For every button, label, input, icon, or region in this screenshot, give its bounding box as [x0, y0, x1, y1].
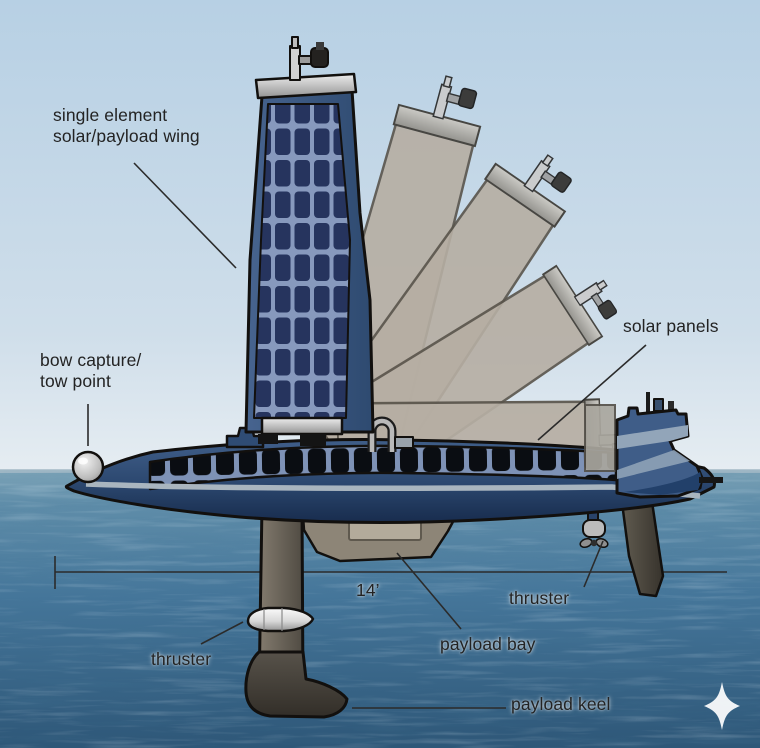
- label-thruster-right: thruster: [509, 588, 570, 608]
- payload-keel-bulb: [244, 650, 349, 719]
- wing-masthead: [289, 36, 329, 81]
- keel: [244, 503, 349, 719]
- leader-thruster-right: [583, 540, 604, 588]
- payload-bay-pod: [301, 514, 458, 563]
- leader-payload-bay: [396, 552, 462, 630]
- label-bow-line1: bow capture/: [40, 350, 142, 370]
- leader-thruster-left: [200, 621, 244, 645]
- label-dimension: 14’: [356, 580, 380, 600]
- wing-base: [260, 416, 344, 436]
- label-payload-bay: payload bay: [440, 634, 536, 654]
- bow-tow-sphere: [71, 450, 105, 484]
- sparkle-logo-icon: [704, 682, 740, 730]
- ghost-wing-cap: [584, 404, 616, 472]
- keel-thruster: [246, 606, 315, 633]
- label-thruster-left: thruster: [151, 649, 212, 669]
- label-wing-line2: solar/payload wing: [53, 126, 200, 146]
- label-wing-line1: single element: [53, 105, 168, 125]
- label-bow: bow capture/ tow point: [40, 350, 141, 392]
- dimension-line: [54, 556, 727, 589]
- stern-thruster: [579, 509, 609, 549]
- stern-stinger: [699, 477, 723, 483]
- wing-solar-array: [253, 103, 351, 419]
- label-payload-keel: payload keel: [511, 694, 611, 714]
- wing-cap: [254, 72, 358, 100]
- deck-box: [394, 436, 414, 449]
- label-bow-line2: tow point: [40, 371, 111, 391]
- main-wing: [244, 36, 375, 446]
- leader-wing: [133, 162, 237, 269]
- tail-structure: [615, 392, 723, 499]
- label-solar-panels: solar panels: [623, 316, 719, 336]
- hull-stripe: [85, 481, 701, 499]
- leader-solar-panels: [537, 344, 647, 441]
- hull: [64, 438, 716, 524]
- leader-lines: [87, 162, 647, 709]
- label-wing: single element solar/payload wing: [53, 105, 200, 147]
